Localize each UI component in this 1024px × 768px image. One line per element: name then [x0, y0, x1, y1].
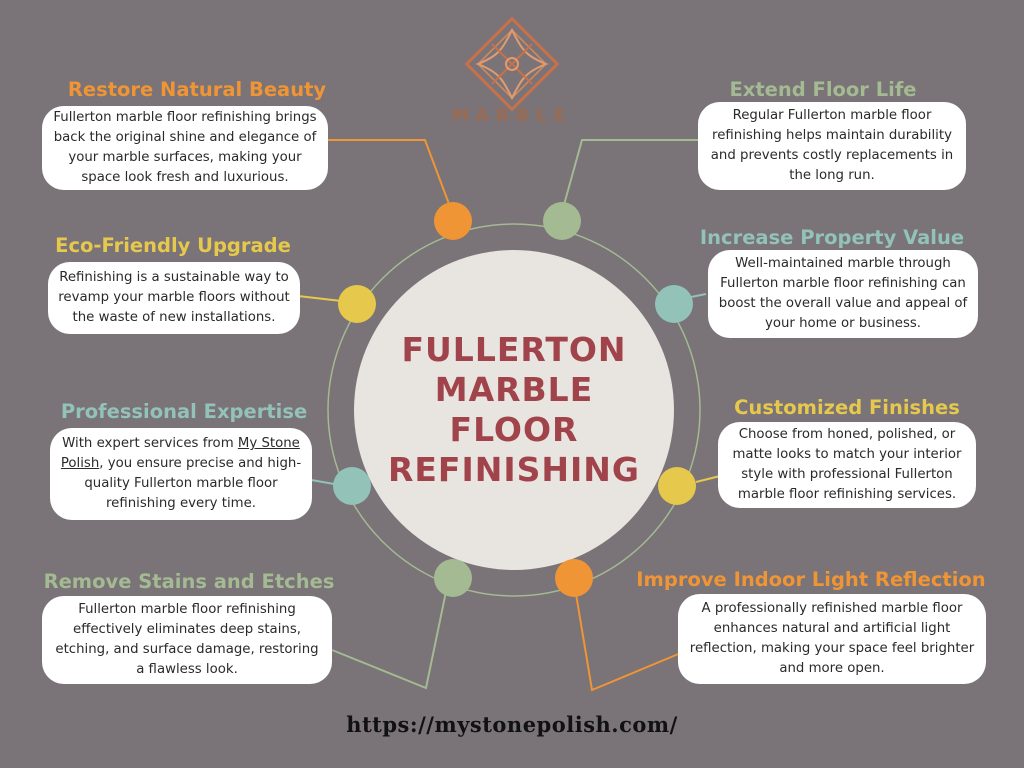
text-extend: Regular Fullerton marble floor refinishi… — [710, 108, 954, 183]
dot-finishes — [658, 467, 696, 505]
text-expertise-after: , you ensure precise and high-quality Fu… — [84, 456, 302, 511]
outer-ring — [327, 223, 701, 597]
dot-light — [555, 559, 593, 597]
connector-stains — [331, 581, 449, 690]
dot-eco — [338, 285, 376, 323]
box-stains: Fullerton marble floor refinishing effec… — [42, 596, 332, 684]
dot-stains — [434, 559, 472, 597]
box-expertise: With expert services from My Stone Polis… — [50, 428, 312, 520]
my-stone-polish-link[interactable]: My Stone Polish — [60, 436, 300, 471]
heading-expertise: Professional Expertise — [60, 400, 308, 423]
dot-restore — [434, 202, 472, 240]
text-finishes: Choose from honed, polished, or matte lo… — [732, 427, 962, 502]
dot-value — [655, 285, 693, 323]
text-value: Well-maintained marble through Fullerton… — [718, 256, 968, 331]
heading-extend: Extend Floor Life — [729, 78, 917, 101]
connector-extend — [561, 139, 698, 213]
text-expertise: With expert services from My Stone Polis… — [60, 434, 302, 514]
box-eco: Refinishing is a sustainable way to reva… — [48, 262, 300, 334]
box-finishes: Choose from honed, polished, or matte lo… — [718, 422, 976, 508]
text-eco: Refinishing is a sustainable way to reva… — [58, 270, 290, 325]
box-value: Well-maintained marble through Fullerton… — [708, 250, 978, 338]
text-restore: Fullerton marble floor refinishing bring… — [53, 110, 317, 185]
box-restore: Fullerton marble floor refinishing bring… — [42, 106, 328, 190]
connector-finishes — [695, 475, 721, 483]
dot-expertise — [333, 467, 371, 505]
center-title: FULLERTON MARBLE FLOOR REFINISHING — [387, 330, 641, 489]
marble-logo-icon — [464, 16, 560, 112]
box-light: A professionally refinished marble floor… — [678, 594, 986, 684]
heading-restore: Restore Natural Beauty — [67, 78, 327, 101]
box-extend: Regular Fullerton marble floor refinishi… — [698, 102, 966, 190]
text-light: A professionally refinished marble floor… — [689, 601, 975, 676]
logo-wordmark: MARBLE — [451, 106, 573, 126]
heading-light: Improve Indoor Light Reflection — [636, 568, 986, 591]
center-circle: FULLERTON MARBLE FLOOR REFINISHING — [354, 250, 674, 570]
connector-restore — [326, 139, 453, 213]
heading-stains: Remove Stains and Etches — [43, 570, 335, 593]
text-expertise-before: With expert services from — [62, 436, 238, 451]
heading-finishes: Customized Finishes — [734, 396, 960, 419]
footer-url[interactable]: https://mystonepolish.com/ — [346, 712, 678, 737]
dot-extend — [543, 202, 581, 240]
connector-light — [573, 581, 689, 692]
text-stains: Fullerton marble floor refinishing effec… — [55, 602, 319, 677]
heading-eco: Eco-Friendly Upgrade — [55, 234, 291, 257]
heading-value: Increase Property Value — [699, 226, 965, 249]
